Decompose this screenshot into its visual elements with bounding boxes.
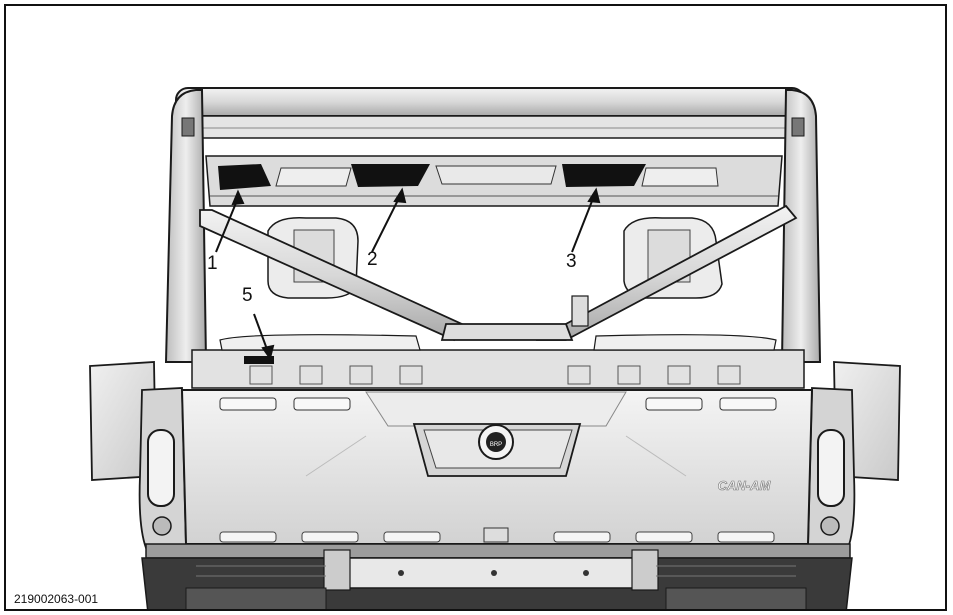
- vehicle-rear-drawing: BRP CAN-AM: [89, 87, 901, 609]
- tailgate: BRP: [180, 389, 814, 545]
- right-tail-housing: [807, 387, 856, 549]
- seat-backs: [267, 217, 723, 299]
- callout-5: 5: [242, 285, 253, 306]
- cab-upper-panel: [205, 155, 783, 207]
- callout-leaders: [215, 187, 601, 361]
- callout-3: 3: [566, 251, 577, 272]
- left-tail-housing: [138, 387, 187, 549]
- svg-text:BRP: BRP: [490, 442, 502, 448]
- callout-1: 1: [207, 253, 218, 274]
- brand-emblem: CAN-AM: [718, 478, 772, 493]
- callout-2: 2: [367, 249, 378, 270]
- figure-reference-number: 219002063-001: [14, 592, 99, 606]
- roll-cage-top-bar: [175, 87, 805, 139]
- roll-cage-left-post: [164, 89, 208, 363]
- figure-frame: BRP CAN-AM: [4, 4, 947, 611]
- rear-bumper: [141, 543, 853, 609]
- roll-cage-right-post: [780, 89, 822, 363]
- cargo-bed-front-wall: [191, 334, 805, 389]
- cage-cross-brace: [199, 204, 798, 342]
